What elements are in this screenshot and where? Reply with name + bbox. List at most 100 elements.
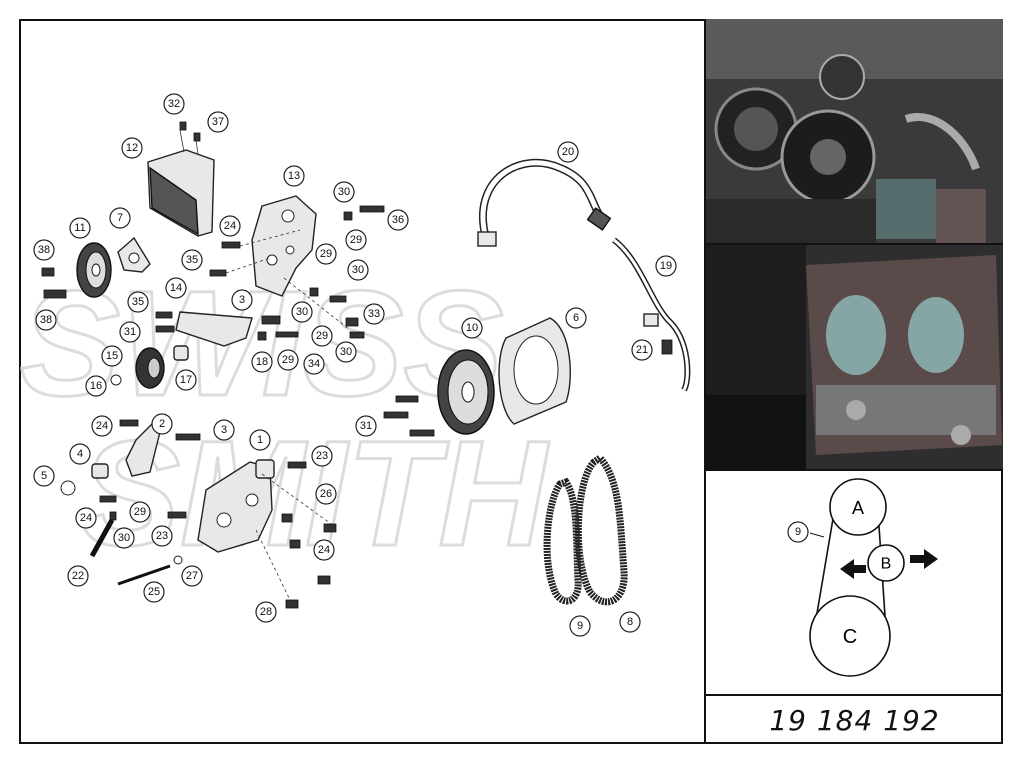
callout-8: 8 (619, 611, 641, 633)
svg-text:9: 9 (577, 620, 583, 632)
fasteners-upper (155, 205, 385, 341)
callout-3: 3 (231, 289, 253, 311)
svg-text:4: 4 (77, 448, 83, 460)
svg-text:8: 8 (627, 616, 633, 628)
svg-text:22: 22 (72, 570, 84, 582)
svg-text:29: 29 (320, 248, 332, 260)
arrow-left-icon (840, 559, 866, 579)
pulley-a: A (829, 478, 887, 536)
svg-text:35: 35 (186, 254, 198, 266)
svg-text:29: 29 (282, 354, 294, 366)
svg-text:30: 30 (118, 532, 130, 544)
callout-12: 12 (121, 137, 143, 159)
svg-text:38: 38 (38, 244, 50, 256)
callout-30: 30 (113, 527, 135, 549)
part-10-pulley (437, 349, 495, 435)
callout-24: 24 (75, 507, 97, 529)
callout-35: 35 (127, 291, 149, 313)
callout-30: 30 (291, 301, 313, 323)
callout-38: 38 (35, 309, 57, 331)
fasteners-lower (60, 419, 337, 609)
callout-23: 23 (151, 525, 173, 547)
callout-19: 19 (655, 255, 677, 277)
svg-text:11: 11 (74, 222, 85, 234)
pulley-a-label: A (852, 498, 864, 518)
callout-18: 18 (251, 351, 273, 373)
svg-text:30: 30 (340, 346, 352, 358)
callout-30: 30 (333, 181, 355, 203)
callout-29: 29 (311, 325, 333, 347)
arrow-right-icon (910, 549, 938, 569)
svg-text:30: 30 (352, 264, 364, 276)
svg-text:14: 14 (170, 282, 182, 294)
callout-9: 9 (569, 615, 591, 637)
part-13-bracket (251, 195, 317, 297)
callout-11: 11 (69, 217, 91, 239)
svg-text:27: 27 (186, 570, 198, 582)
svg-text:25: 25 (148, 586, 160, 598)
callout-28: 28 (255, 601, 277, 623)
svg-text:36: 36 (392, 214, 404, 226)
callout-16: 16 (85, 375, 107, 397)
callout-27: 27 (181, 565, 203, 587)
callout-belt-9: 9 (787, 521, 809, 543)
callout-32: 32 (163, 93, 185, 115)
svg-text:3: 3 (221, 424, 227, 436)
part-6-cover (498, 317, 571, 425)
svg-text:2: 2 (159, 418, 165, 430)
belt-routing-diagram: A B C 9 (704, 471, 1003, 696)
engine-photo-bottom-image (706, 245, 1003, 469)
callout-36: 36 (387, 209, 409, 231)
svg-text:24: 24 (96, 420, 108, 432)
svg-text:24: 24 (318, 544, 330, 556)
part-38-bolts (41, 267, 67, 299)
callout-7: 7 (109, 207, 131, 229)
callout-31: 31 (355, 415, 377, 437)
svg-text:34: 34 (308, 358, 320, 370)
callout-26: 26 (315, 483, 337, 505)
callout-34: 34 (303, 353, 325, 375)
svg-text:35: 35 (132, 296, 144, 308)
callout-15: 15 (101, 345, 123, 367)
svg-text:24: 24 (224, 220, 236, 232)
callout-14: 14 (165, 277, 187, 299)
callout-31: 31 (119, 321, 141, 343)
callout-35: 35 (181, 249, 203, 271)
callout-29: 29 (345, 229, 367, 251)
belts-8-9 (543, 453, 628, 606)
callout-1: 1 (249, 429, 271, 451)
svg-text:33: 33 (368, 308, 380, 320)
part-12-bracket (147, 121, 215, 237)
svg-text:38: 38 (40, 314, 52, 326)
part-number: 19 184 192 (769, 703, 940, 737)
callout-5: 5 (33, 465, 55, 487)
engine-photo-top-image (706, 19, 1003, 243)
svg-text:31: 31 (124, 326, 136, 338)
svg-text:23: 23 (156, 530, 168, 542)
svg-text:7: 7 (117, 212, 123, 224)
svg-text:30: 30 (338, 186, 350, 198)
callout-30: 30 (347, 259, 369, 281)
callout-33: 33 (363, 303, 385, 325)
svg-text:15: 15 (106, 350, 118, 362)
callout-2: 2 (151, 413, 173, 435)
svg-text:1: 1 (257, 434, 263, 446)
svg-text:12: 12 (126, 142, 138, 154)
callout-6: 6 (565, 307, 587, 329)
svg-text:29: 29 (316, 330, 328, 342)
callout-3: 3 (213, 419, 235, 441)
svg-text:28: 28 (260, 606, 272, 618)
part-1-bracket (197, 459, 275, 553)
svg-text:19: 19 (660, 260, 672, 272)
callout-25: 25 (143, 581, 165, 603)
svg-text:13: 13 (288, 170, 300, 182)
callout-22: 22 (67, 565, 89, 587)
callout-29: 29 (277, 349, 299, 371)
callouts: 32 37 12 13 30 36 29 7 11 24 38 35 29 30… (33, 93, 677, 637)
svg-text:31: 31 (360, 420, 372, 432)
callout-4: 4 (69, 443, 91, 465)
pulley-b: B (867, 544, 905, 582)
pulley-b-label: B (881, 556, 892, 573)
callout-24: 24 (313, 539, 335, 561)
